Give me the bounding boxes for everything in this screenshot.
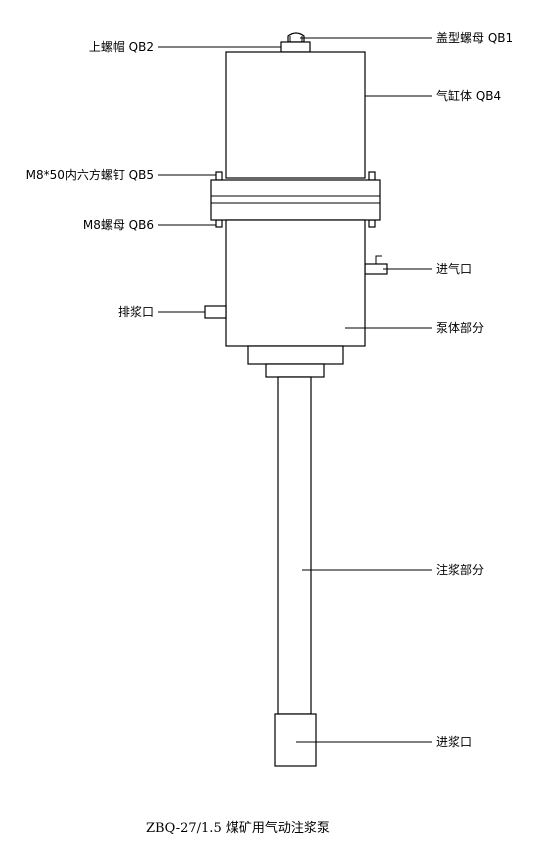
grout-inlet-body — [274, 713, 317, 767]
nut-left — [215, 219, 223, 228]
pump-body — [225, 219, 366, 347]
bolt-head-right — [368, 171, 376, 181]
label-grout-outlet: 排浆口 — [118, 304, 154, 319]
label-grout-inlet: 进浆口 — [436, 734, 472, 749]
leader-lines — [158, 37, 432, 743]
label-pump-body: 泵体部分 — [436, 320, 484, 335]
pipe-coupling — [265, 363, 325, 378]
grout-outlet-pipe — [204, 305, 227, 319]
label-top-nut: 上螺帽 QB2 — [89, 39, 154, 54]
bolt-head-left — [215, 171, 223, 181]
cylinder-body-qb4 — [225, 51, 366, 179]
nut-right — [368, 219, 376, 228]
top-nut-qb2 — [280, 41, 311, 53]
flange — [210, 179, 381, 221]
diagram-caption: ZBQ-27/1.5 煤矿用气动注浆泵 — [146, 820, 330, 836]
lower-collar — [247, 345, 344, 365]
label-cylinder: 气缸体 QB4 — [436, 88, 501, 103]
label-air-inlet: 进气口 — [436, 261, 472, 276]
label-nut: M8螺母 QB6 — [83, 218, 154, 232]
injection-tube — [277, 376, 312, 715]
label-injection-part: 注浆部分 — [436, 562, 484, 577]
air-inlet-pipe — [364, 255, 388, 275]
label-bolt: M8*50内六方螺钉 QB5 — [26, 167, 154, 182]
cap-nut-qb1 — [287, 32, 305, 43]
label-cap-nut: 盖型螺母 QB1 — [436, 31, 513, 45]
